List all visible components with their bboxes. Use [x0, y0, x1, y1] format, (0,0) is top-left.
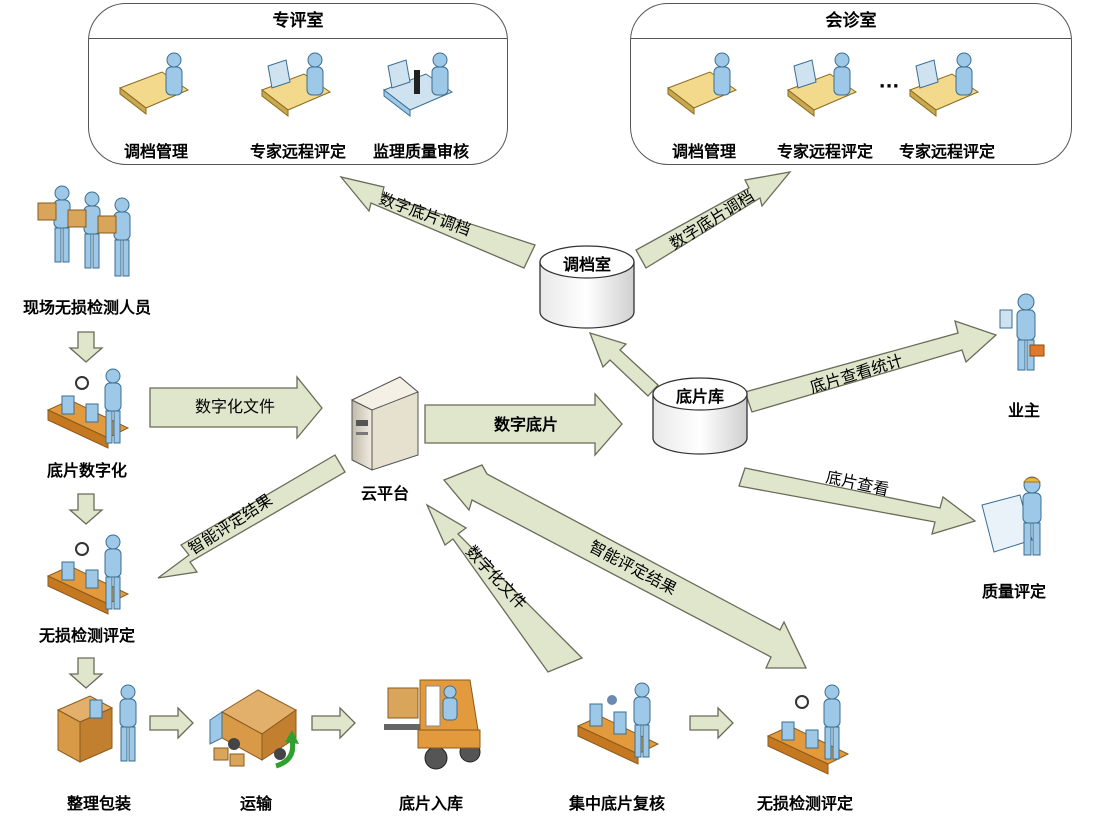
storage-label: 底片入库	[398, 794, 464, 813]
arrow-to-expert-room	[339, 175, 536, 269]
arrow-digitize-to-cloud	[149, 375, 323, 440]
arrow-label-to-expert: 数字底片调档	[377, 189, 474, 240]
arrow-label-digital-file-bottom: 数字化文件	[462, 542, 530, 613]
library-db-label: 底片库	[676, 387, 724, 406]
central-review-label: 集中底片复核	[568, 794, 666, 813]
expert-item-remote: 专家远程评定	[249, 142, 347, 161]
arrow-library-to-quality	[738, 467, 977, 535]
owner-label: 业主	[1007, 401, 1041, 420]
ndt-left-label: 无损检测评定	[38, 626, 136, 645]
central-review-icon	[576, 682, 660, 765]
consult-room-title: 会诊室	[631, 4, 1071, 39]
transport-label: 运输	[239, 794, 273, 813]
archive-db-cylinder	[539, 245, 635, 329]
arrow-to-consult-room	[635, 171, 792, 269]
right-arrow-3	[689, 706, 734, 740]
arrow-review-to-cloud	[425, 503, 584, 673]
field-staff-label: 现场无损检测人员	[22, 298, 152, 317]
arrow-label-digital-film: 数字底片	[494, 415, 558, 434]
quality-assessor-icon	[981, 476, 1042, 556]
ndt-left-station-icon	[46, 534, 130, 615]
arrow-cloud-to-ndt-bottom	[442, 464, 808, 669]
right-arrow-1	[149, 706, 194, 740]
right-arrow-2	[311, 706, 356, 740]
expert-item-archive: 调档管理	[123, 142, 189, 161]
arrow-library-to-owner	[744, 319, 998, 413]
consult-item-remote-1: 专家远程评定	[776, 142, 874, 161]
down-arrow-3	[68, 657, 104, 689]
arrow-label-smart-left: 智能评定结果	[185, 490, 276, 558]
cloud-label: 云平台	[360, 484, 410, 503]
arrow-cloud-to-library	[424, 392, 623, 457]
consult-item-remote-2: 专家远程评定	[898, 142, 996, 161]
arrow-label-digital-file-up: 数字化文件	[195, 397, 275, 416]
digitize-label: 底片数字化	[46, 461, 128, 480]
arrow-label-to-consult: 数字底片调档	[666, 186, 757, 253]
server-icon	[350, 376, 419, 471]
down-arrow-2	[68, 493, 104, 525]
arrow-label-owner-stats: 底片查看统计	[808, 351, 905, 397]
forklift-icon	[384, 679, 481, 770]
down-arrow-1	[68, 331, 104, 363]
truck-icon	[209, 689, 299, 769]
ndt-bottom-station-icon	[766, 684, 850, 775]
field-staff-icon	[37, 185, 131, 277]
quality-label: 质量评定	[981, 582, 1047, 601]
consult-item-archive: 调档管理	[671, 142, 737, 161]
arrow-library-to-archive	[588, 331, 659, 397]
package-label: 整理包装	[66, 794, 132, 813]
owner-icon	[999, 293, 1045, 371]
expert-item-supervise: 监理质量审核	[372, 142, 470, 161]
digitize-station-icon	[46, 368, 130, 449]
arrow-cloud-to-ndt-left	[157, 454, 346, 579]
archive-db-label: 调档室	[563, 255, 611, 274]
library-db-cylinder	[652, 377, 748, 455]
expert-room-title: 专评室	[89, 4, 507, 39]
consult-ellipsis: ···	[878, 76, 900, 97]
package-icon	[56, 684, 137, 763]
ndt-bottom-label: 无损检测评定	[756, 794, 854, 813]
